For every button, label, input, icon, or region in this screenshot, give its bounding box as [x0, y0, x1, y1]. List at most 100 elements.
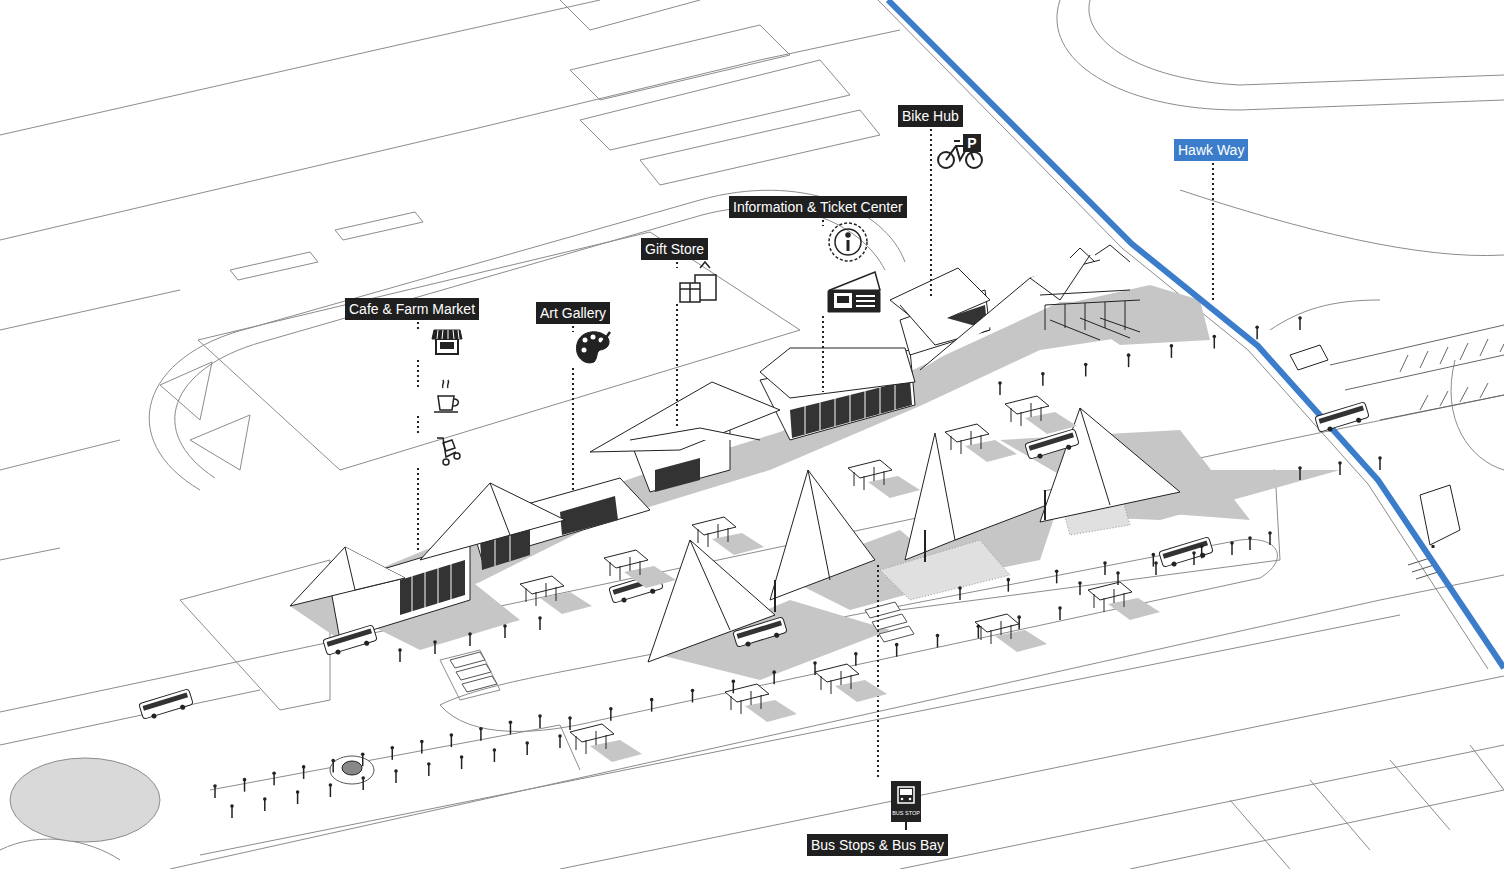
lamp-post: [1378, 456, 1382, 470]
lamp-pole: [1214, 338, 1216, 349]
bus-figure: [733, 617, 788, 650]
lamp-pole: [1079, 584, 1081, 595]
window-mullions: [412, 564, 451, 612]
bus-stop-icon: [891, 781, 921, 830]
bus-stop-icon: [901, 798, 904, 801]
bus-wheel: [364, 640, 370, 646]
site-lines: [1089, 0, 1504, 85]
lamp-post: [493, 748, 497, 762]
bus-wheel: [1037, 453, 1043, 459]
bus-body: [733, 617, 787, 648]
lamp-post: [361, 752, 365, 766]
lamp-head: [1298, 316, 1302, 320]
shelter-posts: [1094, 589, 1124, 612]
crosswalks: [865, 602, 914, 642]
lamp-head: [772, 670, 776, 674]
lamp-post: [958, 586, 962, 600]
lamp-post: [420, 740, 424, 754]
site-lines: [570, 25, 790, 100]
lamp-post: [509, 721, 513, 735]
lamp-head: [1378, 456, 1382, 460]
lamp-pole: [733, 682, 735, 693]
lamp-pole: [773, 673, 775, 684]
lamp-head: [361, 752, 365, 756]
lamp-pole: [303, 768, 305, 779]
lamp-post: [1084, 363, 1088, 377]
building-windows: [400, 560, 465, 615]
lamp-head: [468, 632, 472, 636]
building-windows: [655, 458, 700, 492]
palette-icon: [576, 332, 609, 363]
lamp-post: [302, 765, 306, 779]
lamp-post: [398, 648, 402, 662]
shelter-shadow: [540, 592, 592, 614]
bus-wheel: [650, 588, 656, 594]
cart-icon: [443, 440, 455, 451]
label-text: Hawk Way: [1178, 140, 1244, 160]
shelter-posts: [698, 524, 728, 547]
lamp-post: [213, 784, 217, 798]
lamp-post: [1007, 578, 1011, 592]
site-lines: [180, 560, 330, 710]
lamp-post: [1268, 531, 1272, 545]
place-label: Art Gallery: [536, 302, 610, 324]
bus-wheel: [1356, 417, 1362, 423]
bus-stop-icon: [900, 789, 912, 795]
parking-stripes: [1380, 395, 1504, 420]
bus-wheel: [335, 649, 341, 655]
lamp-pole: [1085, 365, 1087, 376]
shelter-shadow: [1108, 598, 1160, 620]
lamp-head: [390, 746, 394, 750]
coffee-icon: [434, 411, 458, 413]
place-label: Cafe & Farm Market: [345, 298, 479, 320]
site-lines: [1180, 190, 1504, 256]
lamp-post: [895, 643, 899, 657]
site-lines: [210, 725, 580, 790]
lamp-head: [272, 771, 276, 775]
lamp-post: [558, 734, 562, 748]
lamp-post: [1230, 541, 1234, 555]
lamp-post: [1055, 570, 1059, 584]
shelter-roof: [1005, 396, 1049, 414]
lamp-head: [854, 652, 858, 656]
lamp-pole: [480, 730, 482, 741]
site-lines: [1230, 800, 1290, 869]
bus-figure: [1315, 402, 1370, 435]
place-label: Bike Hub: [898, 105, 963, 127]
info-icon: [829, 223, 867, 261]
cart-icon: [443, 459, 449, 465]
place-label: Gift Store: [641, 238, 708, 260]
lamp-head: [538, 616, 542, 620]
roundabout: [330, 756, 374, 784]
tents: [808, 470, 830, 580]
lamp-head: [1084, 363, 1088, 367]
bus-shelter: [945, 424, 1017, 462]
bus-wheel: [1200, 552, 1206, 558]
bus-windows: [143, 692, 188, 710]
lamp-head: [1152, 553, 1156, 557]
info-icon: [846, 233, 850, 237]
bus-shelter: [815, 664, 887, 702]
gift-icon: [700, 262, 710, 268]
lamp-head: [1248, 536, 1252, 540]
shelter-shadow: [835, 680, 887, 702]
lamp-post: [1154, 561, 1158, 575]
lamp-head: [213, 784, 217, 788]
shelter-posts: [854, 467, 884, 490]
lamp-pole: [559, 737, 561, 748]
lamp-pole: [1104, 564, 1106, 575]
bus-wheel: [621, 597, 627, 603]
leader-lines: [877, 565, 879, 780]
shelter-roof: [604, 550, 648, 568]
lamp-head: [525, 741, 529, 745]
lamp-head: [460, 755, 464, 759]
lamp-post: [691, 689, 695, 703]
lamp-post: [1152, 553, 1156, 567]
bus-shelter: [692, 517, 764, 555]
lamp-pole: [273, 774, 275, 785]
bus-wheel: [745, 641, 751, 647]
bus-wheel: [1327, 426, 1333, 432]
bus-shelter: [604, 550, 676, 588]
shelter-roof: [975, 614, 1019, 632]
